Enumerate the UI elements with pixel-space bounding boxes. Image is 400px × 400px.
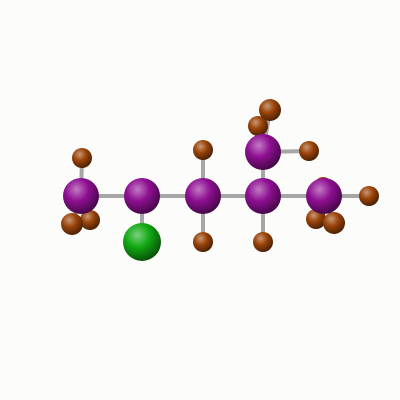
- hydrogen-atom[interactable]: [323, 212, 345, 234]
- carbon-atom[interactable]: [245, 178, 281, 214]
- carbon-atom[interactable]: [245, 134, 281, 170]
- hydrogen-atom[interactable]: [193, 232, 213, 252]
- carbon-atom[interactable]: [63, 178, 99, 214]
- hydrogen-atom[interactable]: [72, 148, 92, 168]
- hydrogen-atom[interactable]: [259, 99, 281, 121]
- carbon-atom[interactable]: [306, 178, 342, 214]
- chlorine-atom[interactable]: [123, 223, 161, 261]
- hydrogen-atom[interactable]: [299, 141, 319, 161]
- carbon-atom[interactable]: [185, 178, 221, 214]
- atom-layer: [61, 99, 379, 261]
- hydrogen-atom[interactable]: [253, 232, 273, 252]
- hydrogen-atom[interactable]: [359, 186, 379, 206]
- hydrogen-atom[interactable]: [306, 209, 326, 229]
- hydrogen-atom[interactable]: [61, 213, 83, 235]
- hydrogen-atom[interactable]: [80, 210, 100, 230]
- carbon-atom[interactable]: [124, 178, 160, 214]
- hydrogen-atom[interactable]: [248, 116, 268, 136]
- hydrogen-atom[interactable]: [193, 140, 213, 160]
